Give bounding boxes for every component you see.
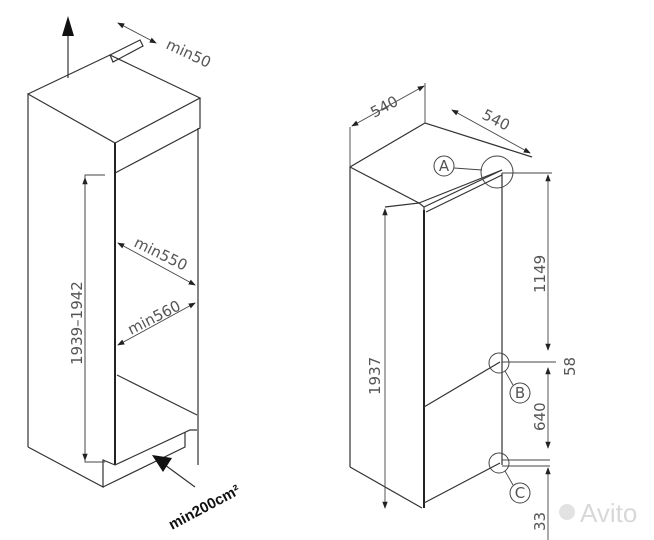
dim-min560: min560 (117, 297, 196, 346)
label-detail-c: C (515, 484, 525, 502)
dim-min50: min50 (117, 22, 214, 72)
detail-b: B (488, 352, 531, 404)
dim-height: 1937 (366, 208, 388, 509)
dim-niche-height: 1939–1942 (68, 174, 105, 463)
dim-width: 540 (349, 83, 426, 167)
label-niche-height: 1939–1942 (68, 281, 86, 365)
watermark-text: Avito (580, 498, 637, 528)
appliance-body (349, 122, 533, 509)
label-width: 540 (367, 92, 401, 121)
label-lower-door: 640 (531, 402, 549, 431)
label-min560: min560 (125, 297, 184, 339)
detail-c: C (488, 452, 531, 504)
avito-watermark: Avito (559, 498, 637, 528)
label-min550: min550 (131, 233, 190, 274)
dim-min550: min550 (117, 233, 196, 286)
label-ventilation: min200cm² (166, 482, 243, 534)
ventilation-arrow: min200cm² (152, 455, 243, 534)
label-depth: 540 (479, 106, 513, 135)
dim-depth: 540 (451, 106, 531, 154)
label-bottom: 33 (531, 512, 549, 531)
vent-up-arrow (62, 16, 74, 78)
detail-a: A (433, 155, 514, 189)
niche-cabinet (27, 39, 202, 488)
label-detail-b: B (515, 384, 525, 402)
label-gap: 58 (561, 357, 579, 376)
label-upper-door: 1149 (531, 255, 549, 293)
label-min50: min50 (163, 35, 214, 71)
label-detail-a: A (439, 157, 450, 175)
label-height: 1937 (366, 357, 384, 395)
dim-chain: 1149 58 640 33 (502, 172, 579, 540)
